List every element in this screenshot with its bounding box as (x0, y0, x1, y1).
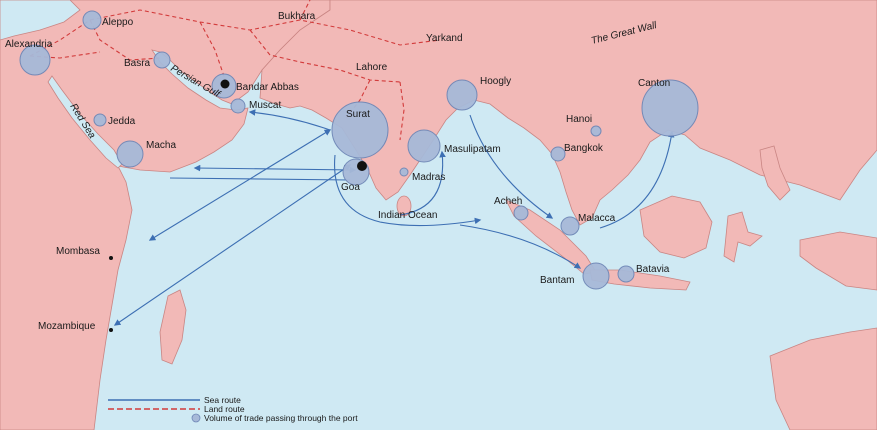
port-aleppo (82, 10, 102, 30)
label-batavia: Batavia (636, 264, 670, 275)
label-bangkok: Bangkok (564, 143, 604, 154)
sea-routes (113, 109, 675, 326)
port-jedda (93, 113, 107, 127)
mediterranean-water (0, 0, 81, 41)
label-madras: Madras (412, 172, 445, 183)
port-hanoi (590, 125, 602, 137)
label-aleppo: Aleppo (102, 17, 134, 28)
port-masulipatam (407, 129, 441, 163)
land-asia (259, 0, 877, 226)
label-bantam: Bantam (540, 275, 574, 286)
legend-volume-label: Volume of trade passing through the port (204, 413, 358, 423)
port-acheh (513, 205, 529, 221)
port-alexandria (19, 44, 51, 76)
label-muscat: Muscat (249, 100, 281, 111)
port-canton (641, 79, 699, 137)
label-goa: Goa (341, 182, 360, 193)
land-australia (769, 327, 877, 430)
legend: Sea route Land route Volume of trade pas… (108, 395, 358, 423)
land-philippines (759, 145, 791, 201)
land-new-guinea (799, 231, 877, 291)
legend-sea-route-label: Sea route (204, 395, 241, 405)
label-mozambique: Mozambique (38, 321, 96, 332)
port-madras (399, 167, 409, 177)
label-indian-ocean: Indian Ocean (378, 210, 438, 221)
legend-land-route-label: Land route (204, 404, 245, 414)
port-hoogly (446, 79, 478, 111)
port-bantam (582, 262, 610, 290)
label-bukhara: Bukhara (278, 11, 316, 22)
ports (19, 10, 699, 290)
land-sri-lanka (396, 195, 412, 217)
label-bandar-abbas: Bandar Abbas (236, 82, 299, 93)
label-mombasa: Mombasa (56, 246, 100, 257)
port-basra (153, 51, 171, 69)
label-surat: Surat (346, 109, 370, 120)
label-lahore: Lahore (356, 62, 388, 73)
port-surat (331, 101, 389, 159)
port-muscat (230, 98, 246, 114)
label-basra: Basra (124, 58, 151, 69)
label-hanoi: Hanoi (566, 114, 592, 125)
port-malacca (560, 216, 580, 236)
label-canton: Canton (638, 78, 670, 89)
city-dots (109, 79, 367, 332)
label-acheh: Acheh (494, 196, 522, 207)
port-macha (116, 140, 144, 168)
land-sulawesi (723, 211, 763, 263)
legend-volume-circle (191, 413, 201, 423)
label-alexandria: Alexandria (5, 39, 53, 50)
place-labels: Aleppo Bukhara Yarkand Alexandria Basra … (5, 11, 670, 332)
label-jedda: Jedda (108, 116, 136, 127)
label-macha: Macha (146, 140, 176, 151)
land-borneo (639, 195, 713, 259)
label-masulipatam: Masulipatam (444, 144, 501, 155)
port-bangkok (550, 146, 566, 162)
label-hoogly: Hoogly (480, 76, 511, 87)
port-batavia (617, 265, 635, 283)
label-malacca: Malacca (578, 213, 616, 224)
label-yarkand: Yarkand (426, 33, 463, 44)
